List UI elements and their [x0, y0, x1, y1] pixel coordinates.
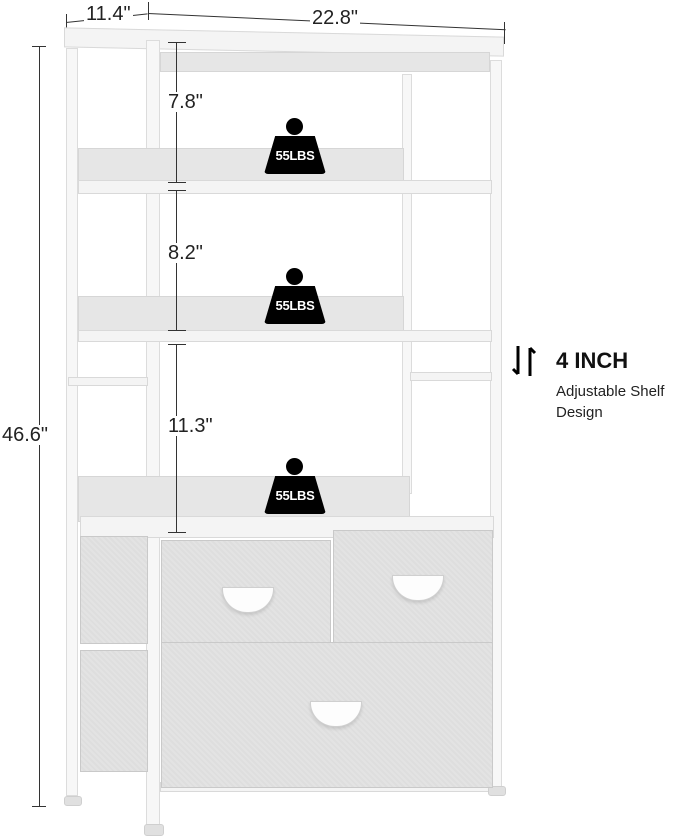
top-back-panel: [160, 52, 490, 72]
gap-3-label: 11.3": [166, 415, 215, 437]
drawer-handle[interactable]: [392, 575, 444, 601]
drawer-bottom-wide[interactable]: [161, 642, 493, 788]
weight-label: 55LBS: [275, 488, 315, 503]
foot-back-left: [64, 796, 82, 806]
depth-label: 11.4": [84, 3, 133, 25]
back-right-post: [402, 74, 412, 494]
left-side-rail: [68, 377, 148, 386]
up-down-arrows-icon: [511, 346, 537, 376]
weight-badge-shelf-3: 55LBS: [264, 458, 326, 514]
foot-front-right: [488, 786, 506, 796]
left-side-fabric-lower: [80, 650, 148, 772]
callout-subtitle: Adjustable Shelf Design: [556, 383, 665, 421]
weight-label: 55LBS: [275, 298, 315, 313]
right-side-rail: [410, 372, 492, 381]
height-label: 46.6": [0, 424, 51, 446]
drawer-handle[interactable]: [310, 701, 362, 727]
weight-icon: [286, 118, 303, 135]
weight-label: 55LBS: [275, 148, 315, 163]
weight-icon: [286, 268, 303, 285]
shelf1-back-panel: [78, 148, 404, 182]
drawer-top-right[interactable]: [333, 530, 493, 646]
weight-badge-shelf-1: 55LBS: [264, 118, 326, 174]
foot-front-left: [144, 824, 164, 836]
drawer-handle[interactable]: [222, 587, 274, 613]
shelf-2: [78, 330, 492, 342]
shelf2-back-panel: [78, 296, 404, 332]
weight-badge-shelf-2: 55LBS: [264, 268, 326, 324]
gap-1-label: 7.8": [166, 91, 205, 113]
gap-2-label: 8.2": [166, 242, 205, 264]
width-label: 22.8": [310, 7, 361, 29]
shelf-1: [78, 180, 492, 194]
callout-title: 4 INCH: [556, 348, 629, 373]
shelf3-back-panel: [78, 476, 410, 522]
back-left-post: [66, 48, 78, 796]
weight-icon: [286, 458, 303, 475]
left-side-fabric-upper: [80, 536, 148, 644]
drawer-top-left[interactable]: [161, 540, 331, 660]
